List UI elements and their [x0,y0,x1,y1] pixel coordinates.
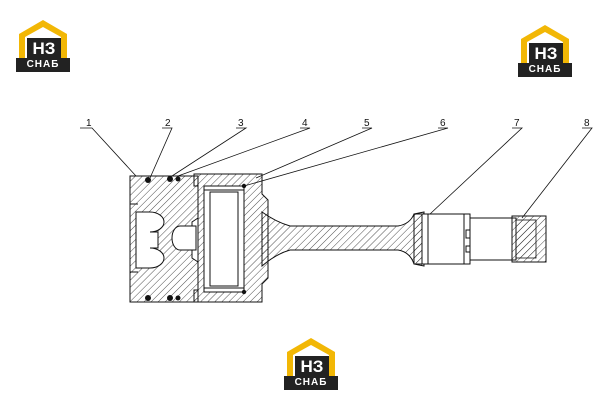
leader-lines [80,127,593,219]
logo-bottom-center: НЗ СНАБ [284,336,338,390]
logo-top-right: НЗ СНАБ [518,23,572,77]
callout-2: 2 [165,118,171,129]
callout-7: 7 [514,118,520,129]
logo-name: СНАБ [518,63,572,77]
rod-shank [261,211,423,268]
logo-mark: НЗ [301,357,324,376]
callout-5: 5 [364,118,370,129]
small-end [413,211,547,267]
logo-name: СНАБ [284,376,338,390]
callout-6: 6 [440,118,446,129]
house-icon: НЗ [287,338,335,376]
callout-4: 4 [302,118,308,129]
logo-mark: НЗ [33,39,56,58]
callout-1: 1 [86,118,92,129]
head-block [129,175,199,303]
callout-3: 3 [238,118,244,129]
logo-mark: НЗ [535,44,558,63]
logo-name: СНАБ [16,58,70,72]
house-icon: НЗ [521,25,569,63]
big-end-housing [193,173,269,303]
callout-8: 8 [584,118,590,129]
house-icon: НЗ [19,20,67,58]
logo-top-left: НЗ СНАБ [16,18,70,72]
